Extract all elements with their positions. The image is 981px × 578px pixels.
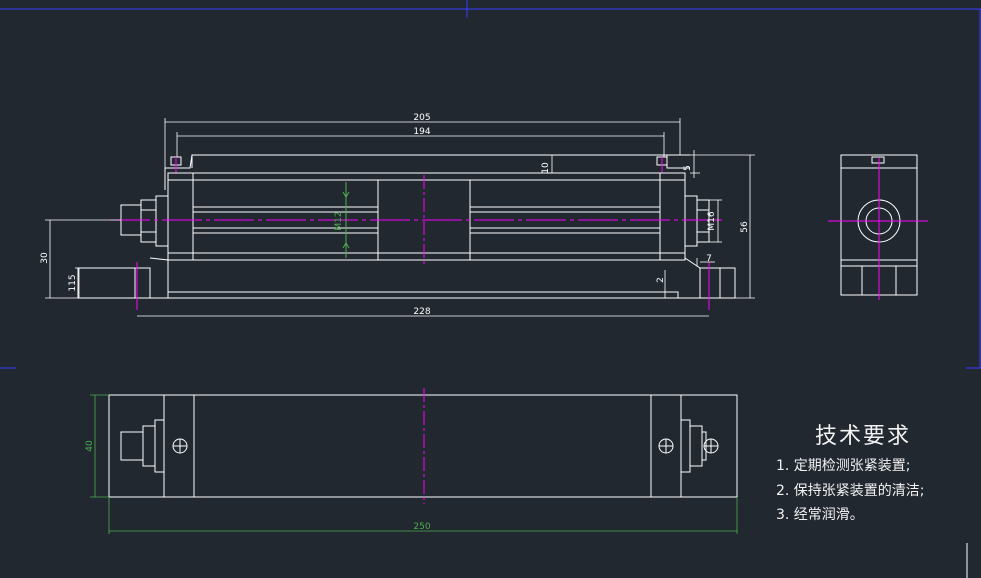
front-view-dim-green <box>342 182 350 258</box>
dim-56: 56 <box>740 221 750 233</box>
tech-requirement-item-3: 3. 经常润滑。 <box>776 507 864 523</box>
front-view-centerlines <box>110 175 725 310</box>
dim-m16: M16 <box>707 211 717 230</box>
dim-194: 194 <box>413 127 430 137</box>
dim-m12: M12 <box>334 211 344 230</box>
front-view <box>77 154 736 299</box>
dim-40: 40 <box>85 440 95 452</box>
dim-205: 205 <box>413 113 430 123</box>
dim-2: 2 <box>656 277 666 283</box>
dim-30: 30 <box>40 252 50 264</box>
drawing-frame <box>0 0 981 369</box>
dim-5: 5 <box>683 165 693 171</box>
tech-requirement-item-1: 1. 定期检测张紧装置; <box>776 458 911 474</box>
side-view-centerlines <box>828 158 928 300</box>
dim-10: 10 <box>541 162 551 174</box>
tech-requirement-item-2: 2. 保持张紧装置的清洁; <box>776 483 925 499</box>
top-view-dimensions <box>90 394 738 534</box>
front-view-dimensions <box>45 118 755 317</box>
dim-115: 115 <box>68 274 78 291</box>
dim-250: 250 <box>413 522 430 532</box>
dim-228: 228 <box>413 307 430 317</box>
top-view <box>108 394 738 498</box>
dim-7: 7 <box>706 254 712 264</box>
tech-requirements-title: 技术要求 <box>815 424 912 449</box>
